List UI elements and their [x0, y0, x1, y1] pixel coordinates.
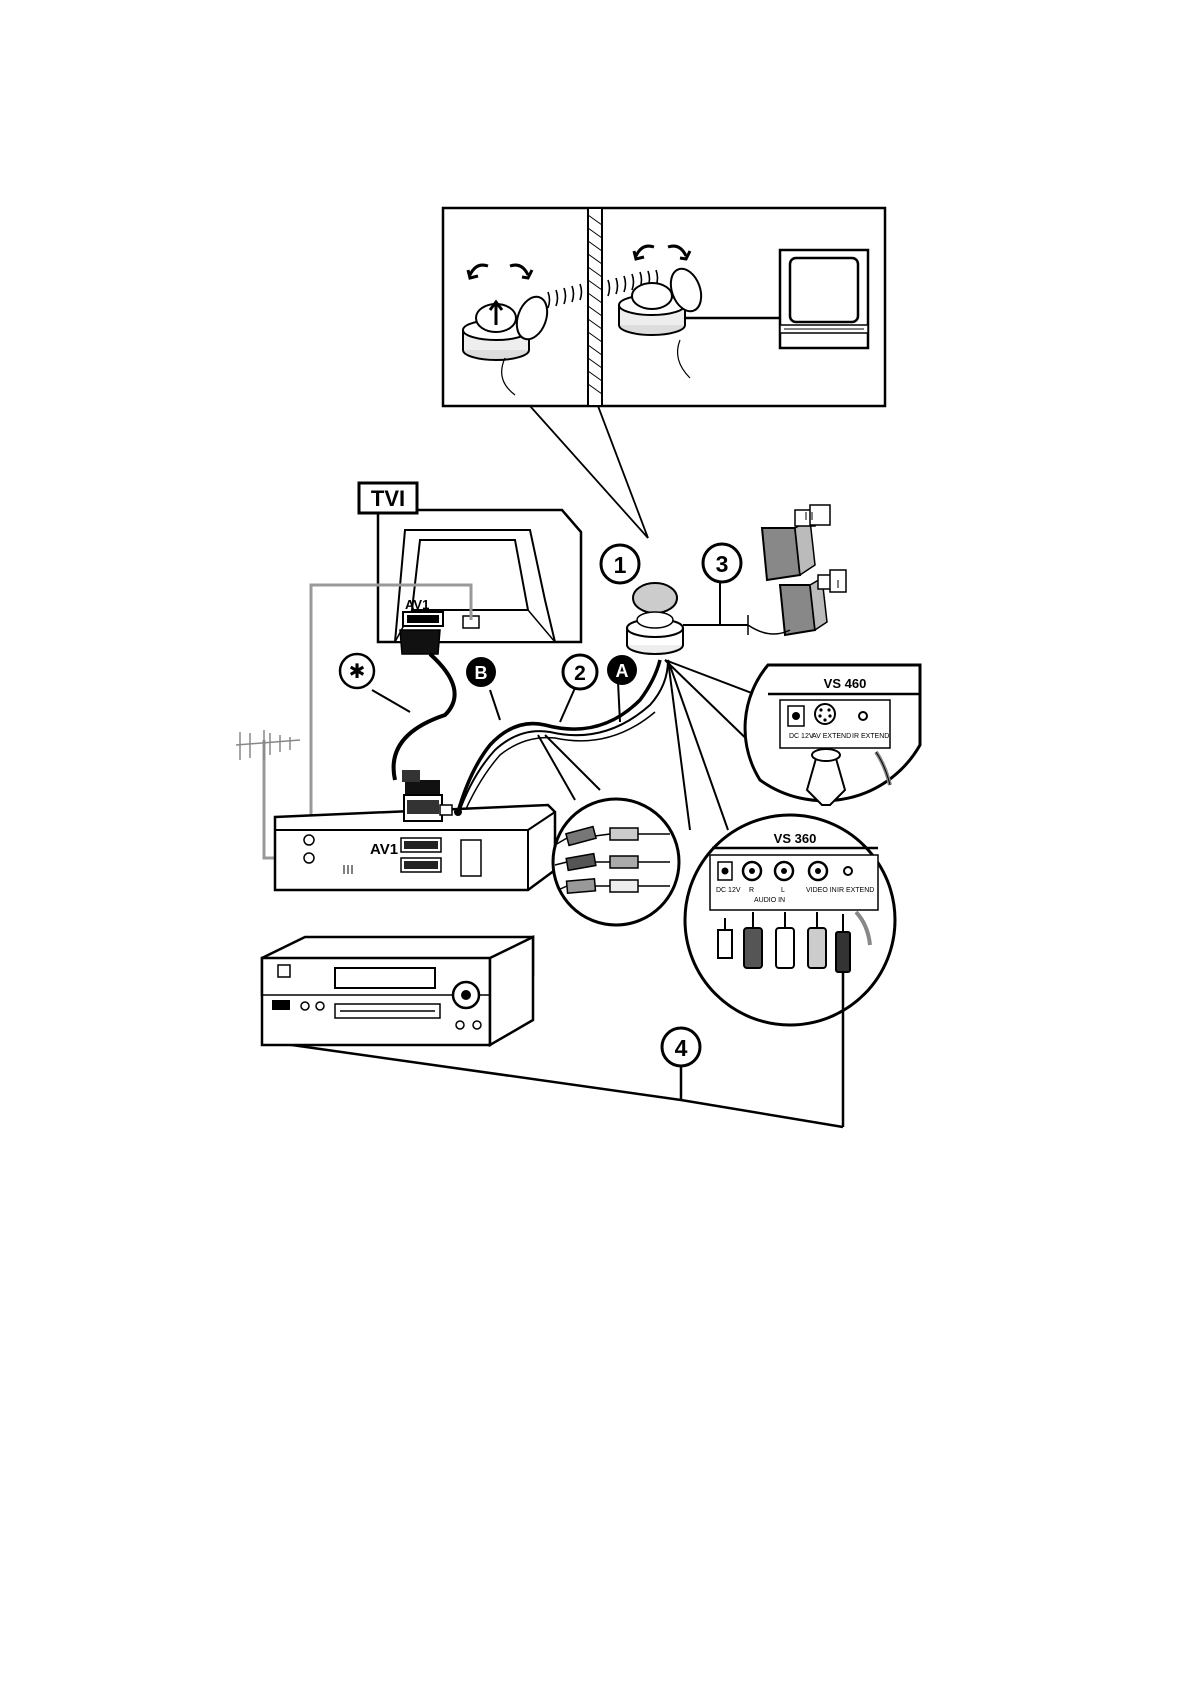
power-adapter-icon — [760, 504, 831, 582]
badge-3: 3 — [701, 542, 743, 584]
tv-av1-label: AV1 — [405, 597, 429, 612]
wall — [587, 207, 603, 407]
label-callouts — [371, 681, 621, 723]
scart-cable — [391, 629, 457, 800]
vs360-zoom: VS 360 DC 12V R L AUDIO IN VIDEO IN IR E… — [683, 813, 897, 1027]
av-cable-bundle — [456, 659, 669, 819]
svg-text:✱: ✱ — [349, 661, 366, 683]
receiver-unit-icon — [618, 267, 780, 379]
vcr-av1-label: AV1 — [370, 841, 398, 858]
tv-label: TVI — [371, 486, 405, 511]
svg-text:B: B — [475, 663, 488, 683]
inset-callout — [529, 405, 649, 539]
vs360-video-in-label: VIDEO IN — [806, 887, 837, 894]
av-receiver-device — [260, 934, 535, 1048]
rotate-arrows-icon — [466, 263, 534, 280]
badge-b: B — [466, 657, 496, 687]
rotate-arrows-icon — [632, 244, 692, 261]
vs360-r-label: R — [749, 887, 754, 894]
badge-4: 4 — [660, 1026, 702, 1068]
main-tv-rear — [376, 508, 583, 644]
svg-text:3: 3 — [716, 551, 729, 577]
vcr-device — [273, 794, 557, 892]
tv-label-box: TVI — [357, 481, 419, 515]
vs360-l-label: L — [781, 887, 785, 894]
svg-text:2: 2 — [574, 662, 586, 685]
badge-a: A — [607, 655, 637, 685]
vs360-audio-in-label: AUDIO IN — [754, 897, 785, 904]
signal-waves — [547, 269, 659, 309]
sender-unit-main — [626, 582, 748, 655]
vs360-title: VS 360 — [774, 831, 817, 846]
wireless-inset — [441, 206, 887, 408]
vs460-av-extend-label: AV EXTEND — [812, 733, 851, 740]
vs460-dc-label: DC 12V — [789, 733, 814, 740]
svg-text:A: A — [616, 661, 629, 681]
vs460-title: VS 460 — [824, 676, 867, 691]
rca-plugs-zoom — [551, 797, 681, 927]
antenna-icon — [235, 730, 301, 760]
vs360-ir-extend-label: IR EXTEND — [837, 887, 874, 894]
sender-unit-icon — [462, 295, 549, 396]
power-lead — [747, 615, 791, 635]
svg-text:4: 4 — [675, 1035, 688, 1061]
remote-tv-icon — [778, 248, 870, 350]
badge-star: ✱ — [338, 652, 376, 690]
vs460-ir-extend-label: IR EXTEND — [852, 733, 889, 740]
svg-text:1: 1 — [614, 552, 627, 578]
badge-2: 2 — [561, 653, 599, 691]
vs460-zoom: VS 460 DC 12V AV EXTEND IR EXTEND — [743, 663, 922, 806]
badge-1: 1 — [599, 543, 641, 585]
vs360-dc-label: DC 12V — [716, 887, 741, 894]
power-adapter-icon — [778, 569, 847, 637]
